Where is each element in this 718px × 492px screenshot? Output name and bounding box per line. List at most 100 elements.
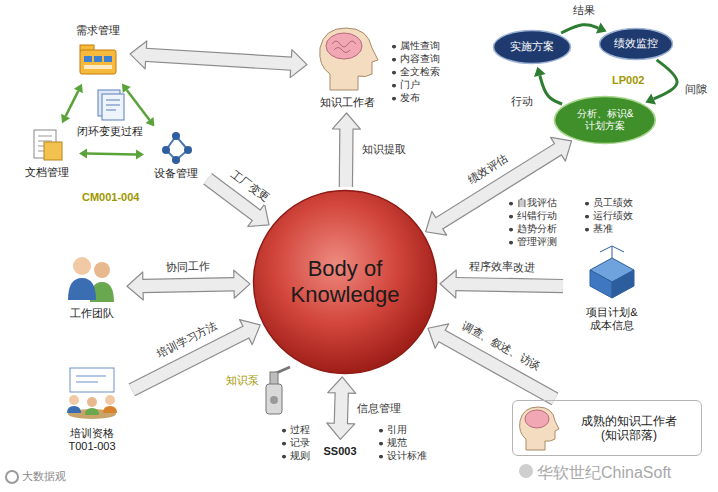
node-title: 闭环变更过程	[77, 125, 143, 138]
edge-label: 行动	[509, 95, 535, 108]
node-shape	[494, 31, 571, 64]
curved-arrow	[79, 149, 144, 160]
arrow-body	[454, 284, 563, 286]
block-arrow	[127, 270, 250, 300]
part-code: CM001-004	[82, 191, 139, 204]
arrow-head	[130, 41, 147, 69]
arrow-body	[438, 148, 559, 224]
training-icon	[67, 368, 117, 419]
node-title: 项目计划& 成本信息	[581, 306, 643, 332]
arrow-head	[645, 93, 656, 104]
change-process-box: 闭环变更过程	[69, 88, 151, 140]
curved-arrow	[122, 84, 154, 127]
watermark-logo	[6, 464, 533, 483]
edge-label: 知识提取	[360, 144, 408, 157]
knowledge-worker-box: 知识工作者	[309, 23, 385, 111]
list-item: 记录	[281, 437, 310, 449]
node-title: 需求管理	[76, 24, 120, 37]
document-icon	[34, 130, 62, 160]
arrow-head	[534, 67, 546, 77]
node-title: 绩效监控	[614, 37, 658, 50]
plan-ellipse: 实施方案	[492, 29, 572, 65]
block-arrow	[440, 270, 563, 298]
code-box: SS003	[315, 441, 365, 462]
list-item: 运行绩效	[584, 210, 633, 222]
project-box: 项目计划& 成本信息	[565, 240, 659, 334]
equipment-box: 设备管理	[146, 128, 206, 182]
arrow-head	[122, 84, 131, 93]
block-arrow	[426, 137, 572, 235]
list-item: 设计标准	[378, 450, 427, 462]
arrow-head	[328, 377, 356, 393]
arrow-head	[74, 84, 83, 93]
arrow-head	[596, 23, 607, 34]
arrow-body	[561, 25, 598, 33]
edge-label: 协同工作	[164, 260, 212, 274]
arrow-body	[335, 391, 348, 425]
node-title: 设备管理	[154, 167, 198, 180]
list-item: 过程	[281, 424, 310, 436]
list-item: 规范	[378, 437, 407, 449]
part-code: LP002	[612, 74, 644, 87]
arrow-head	[327, 423, 355, 439]
arrow-body	[144, 55, 292, 64]
node-title: 分析、标识& 计划方案	[572, 108, 638, 132]
node-title: 知识工作者	[320, 96, 375, 109]
arrow-head	[79, 149, 87, 159]
monitor-ellipse: 绩效监控	[598, 27, 674, 61]
list-item: 基准	[584, 223, 613, 235]
arrow-head	[146, 117, 155, 126]
node-title: 文档管理	[25, 166, 69, 179]
list-item: 趋势分析	[508, 223, 557, 235]
arrow-body	[127, 90, 150, 120]
list-item: 门户	[391, 79, 420, 91]
knowledge-circle: Body of Knowledge	[252, 189, 438, 375]
arrow-body	[66, 91, 79, 116]
list-item: 管理评测	[508, 236, 557, 248]
node-title: Body of Knowledge	[283, 256, 407, 309]
equipment-icon	[162, 132, 192, 164]
arrow-body	[141, 284, 235, 286]
node-title: 工作团队	[70, 307, 114, 320]
edge-label: 间隙	[683, 83, 709, 96]
list-item: 员工绩效	[584, 197, 633, 209]
arrow-head	[332, 113, 360, 129]
node-shape	[253, 190, 436, 373]
arrow-head	[136, 149, 144, 159]
expert-box: 成熟的知识工作者 (知识部落)	[512, 400, 702, 456]
edge-label: 程序效率改进	[467, 260, 537, 274]
team-box: 工作团队	[59, 252, 125, 322]
arrow-head	[234, 270, 250, 298]
arrow-body	[340, 127, 353, 187]
knowledge-pump-icon	[266, 367, 290, 414]
requirements-box: 需求管理	[68, 22, 128, 82]
team-icon	[68, 257, 114, 302]
watermark: 华软世纪ChinaSoft	[537, 463, 671, 482]
node-shape	[600, 29, 673, 60]
node-title: 培训资格	[70, 427, 114, 440]
curved-arrow	[645, 60, 677, 104]
arrow-body	[87, 152, 136, 155]
small-brain-head-icon	[520, 407, 559, 450]
node-shape	[555, 97, 656, 144]
node-title: 实施方案	[510, 40, 554, 53]
list-item: 自我评估	[508, 197, 557, 209]
list-item: 全文检索	[391, 66, 440, 78]
analysis-ellipse: 分析、标识& 计划方案	[553, 95, 657, 145]
list-item: 引用	[378, 424, 407, 436]
list-item: 规则	[281, 450, 310, 462]
training-box: 培训资格T001-003	[54, 365, 130, 455]
arrow-head	[290, 50, 307, 78]
block-arrow	[130, 41, 307, 78]
list-item: 纠错行动	[508, 210, 557, 222]
folder-icon	[80, 45, 116, 74]
block-arrow	[332, 113, 360, 187]
arrow-head	[440, 270, 456, 298]
block-arrow	[327, 377, 356, 439]
curved-arrow	[561, 23, 606, 34]
edge-label: 结果	[571, 4, 597, 17]
pump-label: 知识泵	[226, 374, 259, 387]
edge-label: 信息管理	[355, 403, 403, 416]
list-item: 属性查询	[391, 40, 440, 52]
curved-arrow	[61, 84, 83, 123]
